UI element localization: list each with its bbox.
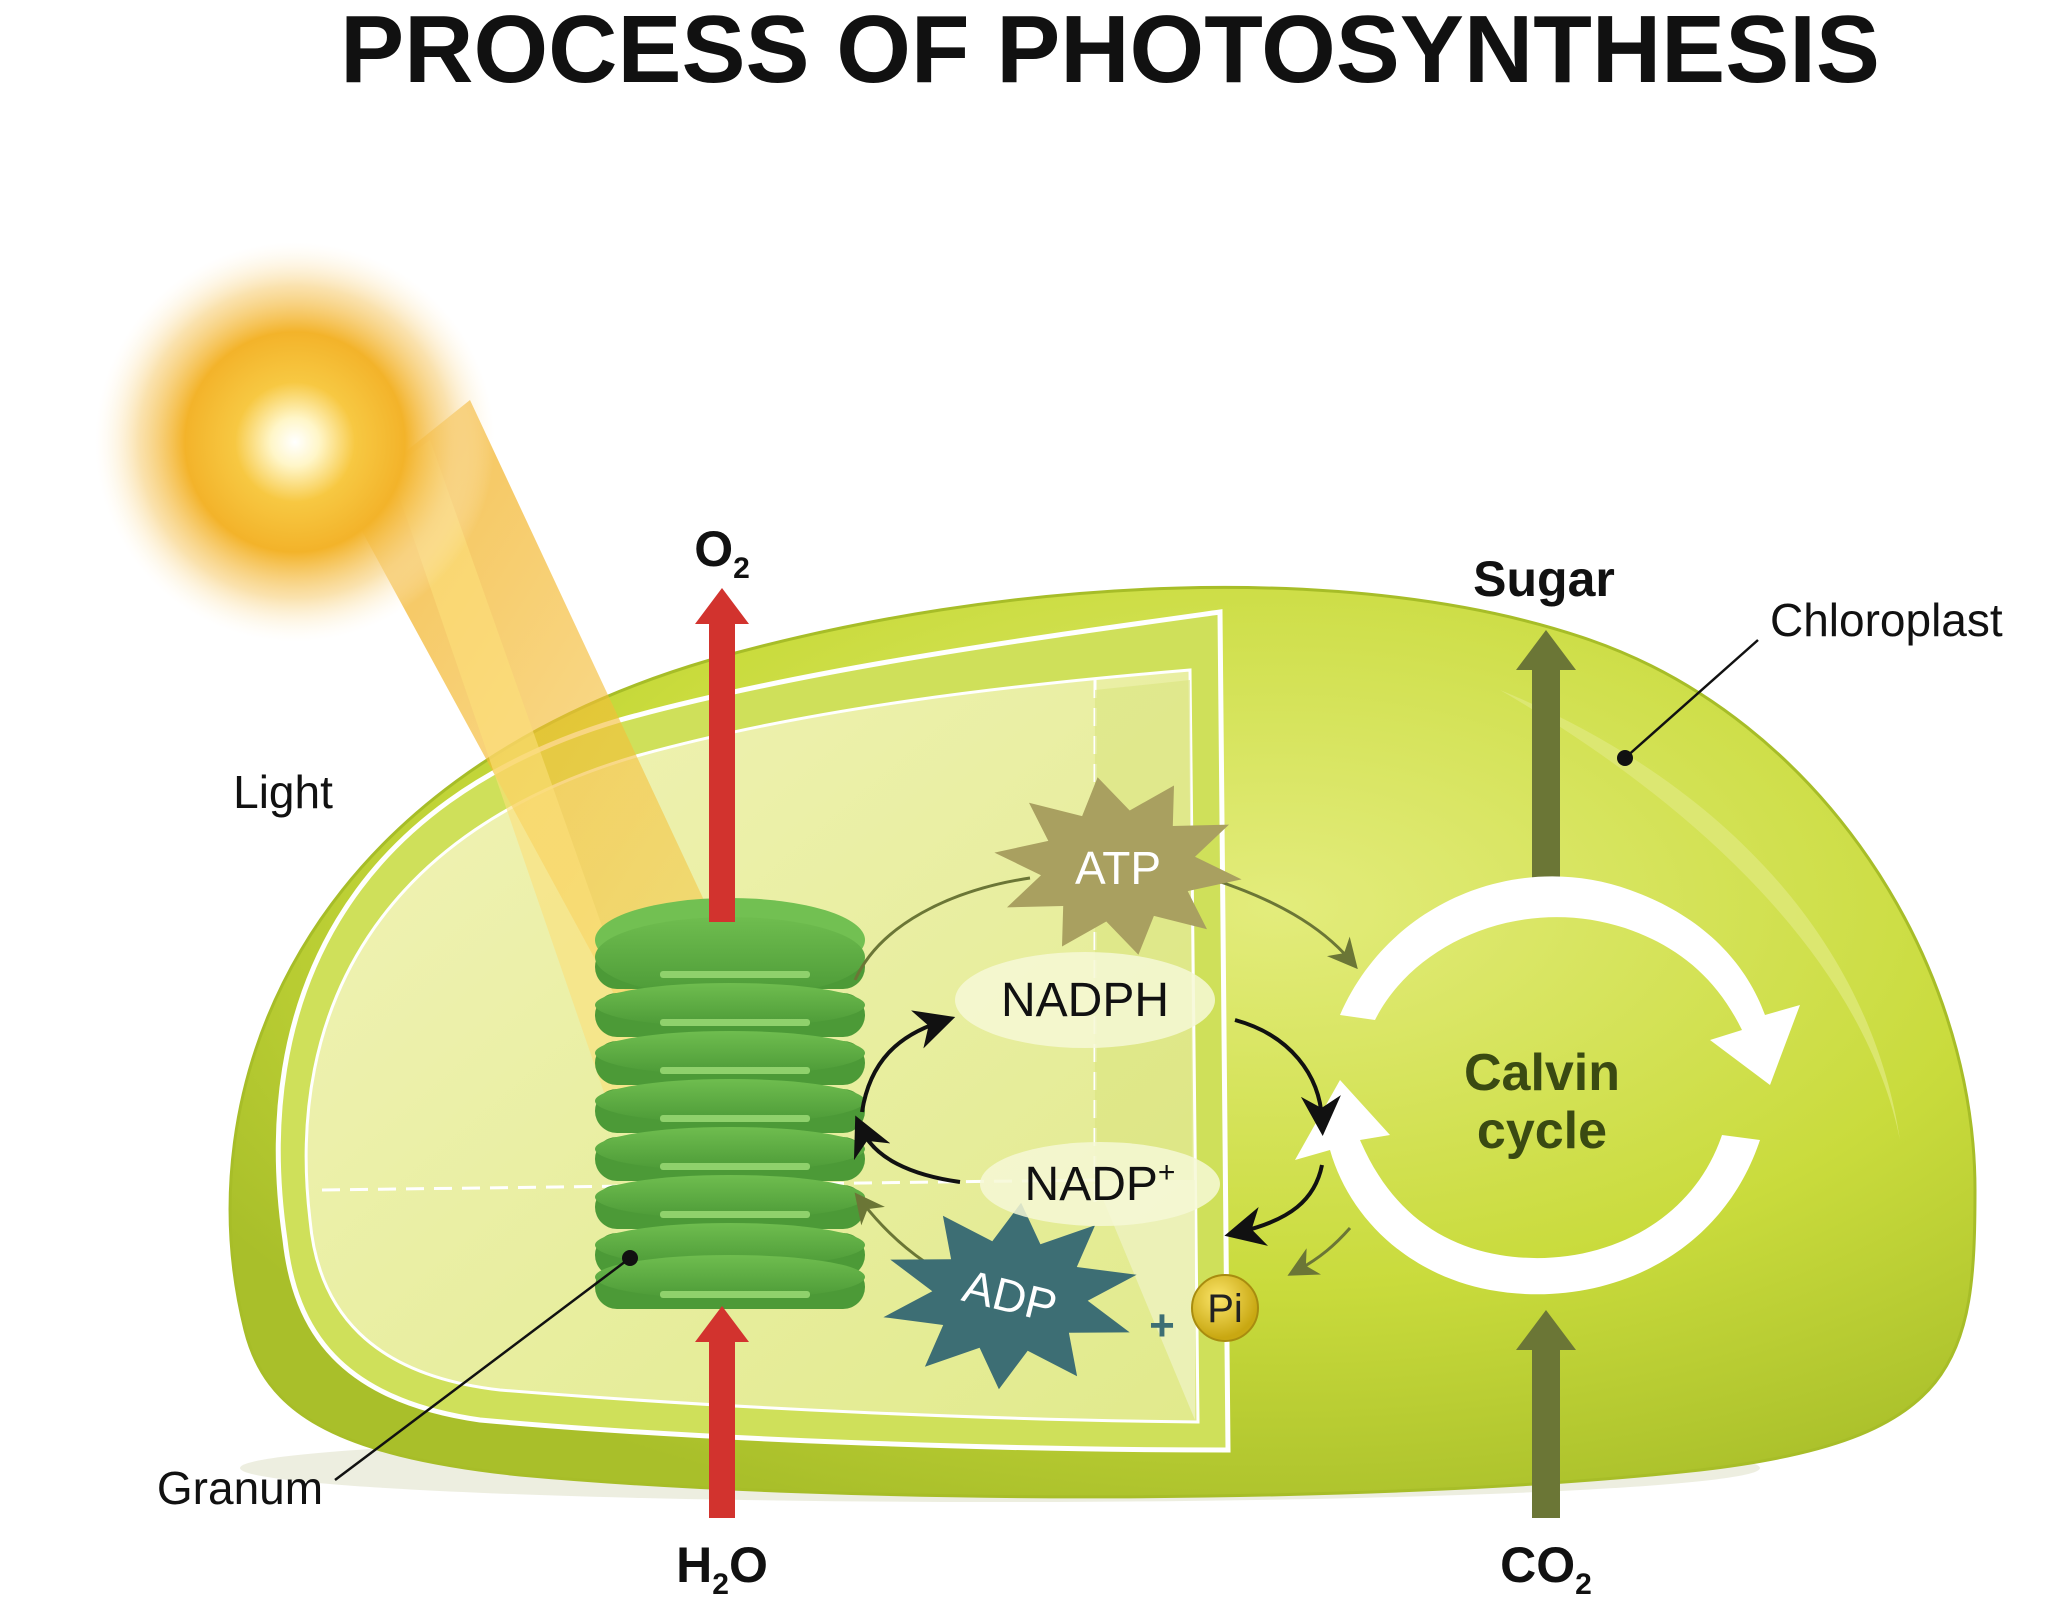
- granum-disc: [595, 1079, 865, 1133]
- light-label: Light: [233, 766, 333, 818]
- granum-disc: [595, 1031, 865, 1085]
- granum-disc: [595, 1255, 865, 1309]
- co2-label: CO2: [1500, 1537, 1592, 1601]
- page-title: PROCESS OF PHOTOSYNTHESIS: [340, 0, 1880, 103]
- sun-icon: [95, 242, 495, 642]
- o2-arrow: [695, 588, 749, 922]
- granum-disc: [595, 917, 865, 997]
- pi-label: Pi: [1207, 1287, 1243, 1331]
- h2o-label: H2O: [676, 1537, 768, 1601]
- atp-label: ATP: [1075, 842, 1161, 894]
- atp-molecule: ATP: [994, 777, 1242, 955]
- adp-molecule: ADP: [883, 1202, 1137, 1390]
- plus-sign: +: [1149, 1301, 1175, 1350]
- nadph-cycle-arrows: [853, 1010, 1341, 1246]
- calvin-cycle-label-line2: cycle: [1477, 1102, 1607, 1160]
- h2o-arrow: [695, 1306, 749, 1518]
- nadp-label: NADP+: [1025, 1156, 1176, 1211]
- chloroplast-label: Chloroplast: [1770, 594, 2003, 646]
- granum-stack: [595, 898, 865, 1309]
- granum-leader-line: [334, 1257, 631, 1481]
- chloroplast-leader-line: [1624, 639, 1759, 759]
- pi-molecule: [1191, 1274, 1259, 1342]
- o2-label: O2: [694, 521, 750, 585]
- granum-disc: [595, 1175, 865, 1229]
- sugar-arrow: [1516, 630, 1576, 894]
- nadph-label: NADPH: [1001, 974, 1169, 1027]
- calvin-cycle-arrows: [1295, 876, 1800, 1295]
- granum-disc: [595, 983, 865, 1037]
- sugar-label: Sugar: [1473, 551, 1615, 607]
- co2-arrow: [1516, 1310, 1576, 1518]
- granum-label: Granum: [157, 1462, 323, 1514]
- calvin-cycle-label: Calvin: [1464, 1044, 1620, 1102]
- granum-disc: [595, 1127, 865, 1181]
- atp-flow-arrows: [853, 876, 1358, 1276]
